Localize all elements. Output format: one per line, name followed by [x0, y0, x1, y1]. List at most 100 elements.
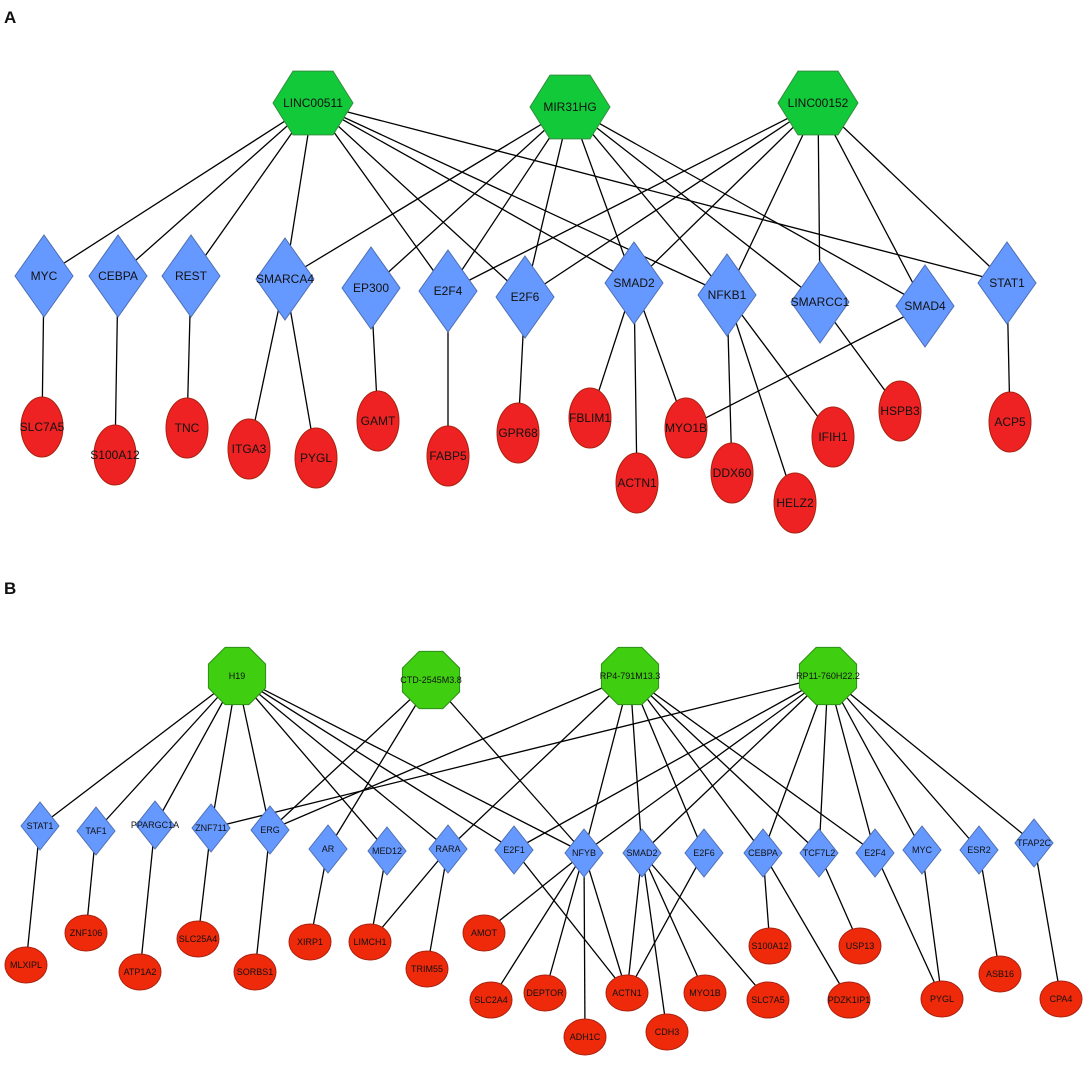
node-xirp1[interactable]: XIRP1 — [288, 923, 332, 961]
node-e2f4[interactable]: E2F4 — [418, 249, 478, 333]
node-ppargc1a[interactable]: PPARGC1A — [131, 800, 179, 850]
node-label: SMAD2 — [626, 848, 657, 858]
node-deptor[interactable]: DEPTOR — [523, 974, 567, 1012]
node-label: MIR31HG — [543, 100, 596, 114]
tf-diamond — [367, 826, 407, 876]
node-gamt[interactable]: GAMT — [356, 390, 400, 452]
node-label: PPARGC1A — [131, 820, 179, 830]
node-smad4[interactable]: SMAD4 — [895, 264, 955, 348]
node-label: NFKB1 — [708, 288, 747, 302]
edge-rp4-791m13-3-cebpa — [629, 675, 764, 854]
node-sorbs1[interactable]: SORBS1 — [233, 953, 277, 991]
node-myo1b[interactable]: MYO1B — [683, 974, 727, 1012]
node-cebpa[interactable]: CEBPA — [743, 828, 783, 878]
node-e2f6[interactable]: E2F6 — [684, 828, 724, 878]
node-cdh3[interactable]: CDH3 — [645, 1013, 689, 1051]
node-rara[interactable]: RARA — [428, 824, 468, 874]
node-smad2[interactable]: SMAD2 — [622, 828, 662, 878]
node-znf106[interactable]: ZNF106 — [64, 914, 108, 952]
node-actn1[interactable]: ACTN1 — [605, 974, 649, 1012]
node-pygl[interactable]: PYGL — [920, 980, 964, 1018]
node-label: E2F4 — [864, 848, 886, 858]
node-fblim1[interactable]: FBLIM1 — [568, 387, 612, 449]
node-myc[interactable]: MYC — [14, 234, 74, 318]
node-asb16[interactable]: ASB16 — [978, 955, 1022, 993]
node-limch1[interactable]: LIMCH1 — [348, 923, 392, 961]
node-s100a12[interactable]: S100A12 — [90, 424, 140, 486]
node-amot[interactable]: AMOT — [462, 914, 506, 952]
node-smad2[interactable]: SMAD2 — [604, 241, 664, 325]
node-rp11-760h22-2[interactable]: RP11-760H22.2 — [796, 646, 860, 706]
node-rp4-791m13-3[interactable]: RP4-791M13.3 — [600, 646, 661, 706]
node-slc25a4[interactable]: SLC25A4 — [176, 920, 220, 958]
gene-ellipse — [645, 1013, 689, 1051]
node-mlxipl[interactable]: MLXIPL — [4, 946, 48, 984]
node-nfkb1[interactable]: NFKB1 — [697, 253, 757, 337]
node-smarcc1[interactable]: SMARCC1 — [790, 260, 850, 344]
node-stat1[interactable]: STAT1 — [20, 801, 60, 851]
tf-diamond — [341, 246, 401, 330]
node-slc7a5[interactable]: SLC7A5 — [746, 981, 790, 1019]
node-s100a12[interactable]: S100A12 — [748, 927, 792, 965]
node-ifih1[interactable]: IFIH1 — [811, 406, 855, 468]
node-tnc[interactable]: TNC — [165, 397, 209, 459]
node-linc00152[interactable]: LINC00152 — [777, 70, 859, 136]
node-smarca4[interactable]: SMARCA4 — [255, 237, 315, 321]
node-label: PYGL — [930, 994, 954, 1004]
node-trim55[interactable]: TRIM55 — [405, 950, 449, 988]
node-mir31hg[interactable]: MIR31HG — [529, 74, 611, 140]
tf-diamond — [135, 800, 175, 850]
node-fabp5[interactable]: FABP5 — [426, 425, 470, 487]
node-e2f6[interactable]: E2F6 — [495, 255, 555, 339]
node-gpr68[interactable]: GPR68 — [496, 402, 540, 464]
node-ddx60[interactable]: DDX60 — [710, 442, 754, 504]
node-ctd-2545m3-8[interactable]: CTD-2545M3.8 — [400, 650, 462, 710]
node-tfap2c[interactable]: TFAP2C — [1014, 818, 1054, 868]
node-pdzk1ip1[interactable]: PDZK1IP1 — [827, 981, 871, 1019]
edge-rp11-760h22-2-tfap2c — [827, 675, 1035, 844]
node-cebpa[interactable]: CEBPA — [88, 234, 148, 318]
tf-diamond — [418, 249, 478, 333]
node-itga3[interactable]: ITGA3 — [227, 418, 271, 480]
node-label: H19 — [229, 671, 246, 681]
gene-ellipse — [920, 980, 964, 1018]
node-cpa4[interactable]: CPA4 — [1039, 980, 1083, 1018]
node-znf711[interactable]: ZNF711 — [191, 803, 231, 853]
node-med12[interactable]: MED12 — [367, 826, 407, 876]
node-ep300[interactable]: EP300 — [341, 246, 401, 330]
edge-h19-stat1 — [39, 675, 238, 827]
node-esr2[interactable]: ESR2 — [959, 825, 999, 875]
node-myc[interactable]: MYC — [902, 825, 942, 875]
tf-diamond — [895, 264, 955, 348]
node-label: AR — [322, 844, 335, 854]
node-linc00511[interactable]: LINC00511 — [272, 70, 354, 136]
node-slc2a4[interactable]: SLC2A4 — [469, 981, 513, 1019]
node-stat1[interactable]: STAT1 — [977, 241, 1037, 325]
edge-nfyb-amot — [483, 852, 585, 934]
node-label: SORBS1 — [237, 967, 274, 977]
node-usp13[interactable]: USP13 — [838, 927, 882, 965]
edge-h19-nfyb — [236, 675, 585, 854]
gene-ellipse — [496, 402, 540, 464]
node-label: E2F6 — [693, 848, 715, 858]
node-h19[interactable]: H19 — [207, 646, 267, 706]
node-atp1a2[interactable]: ATP1A2 — [118, 953, 162, 991]
node-actn1[interactable]: ACTN1 — [615, 452, 659, 514]
node-label: PYGL — [300, 451, 332, 465]
node-ar[interactable]: AR — [308, 824, 348, 874]
node-helz2[interactable]: HELZ2 — [773, 472, 817, 534]
node-tcf7l2[interactable]: TCF7L2 — [799, 828, 839, 878]
node-adh1c[interactable]: ADH1C — [563, 1018, 607, 1056]
node-myo1b[interactable]: MYO1B — [664, 397, 708, 459]
node-pygl[interactable]: PYGL — [294, 427, 338, 489]
node-acp5[interactable]: ACP5 — [988, 391, 1032, 453]
node-nfyb[interactable]: NFYB — [564, 828, 604, 878]
node-slc7a5[interactable]: SLC7A5 — [20, 396, 65, 458]
node-label: SLC2A4 — [474, 995, 508, 1005]
node-hspb3[interactable]: HSPB3 — [878, 380, 922, 442]
node-taf1[interactable]: TAF1 — [76, 806, 116, 856]
node-rest[interactable]: REST — [161, 234, 221, 318]
node-e2f1[interactable]: E2F1 — [494, 825, 534, 875]
node-e2f4[interactable]: E2F4 — [855, 828, 895, 878]
node-erg[interactable]: ERG — [250, 805, 290, 855]
